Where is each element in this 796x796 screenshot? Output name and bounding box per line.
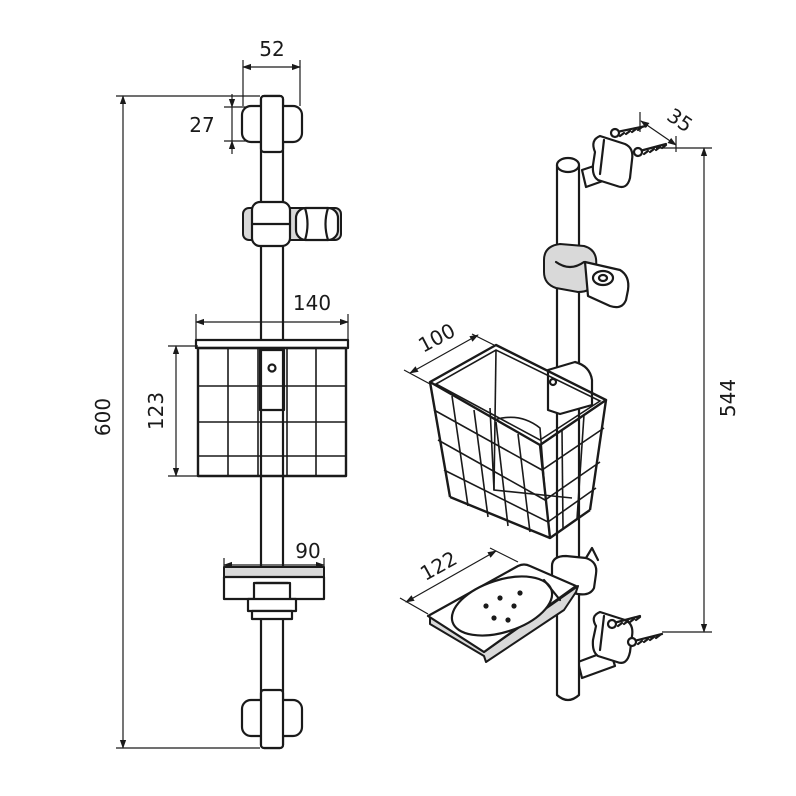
iso-shower-slider [543, 243, 630, 309]
dim-27: 27 [189, 113, 214, 137]
iso-bottom-bracket [576, 610, 664, 680]
front-shower-slider [242, 200, 342, 248]
dim-35: 35 [663, 103, 698, 137]
front-view [194, 94, 350, 750]
dim-122: 122 [416, 546, 461, 586]
dim-600: 600 [91, 398, 115, 436]
front-dimensions: 52 27 140 123 600 90 [91, 37, 349, 749]
front-basket [194, 338, 350, 478]
dim-52: 52 [259, 37, 284, 61]
iso-top-bracket [580, 124, 668, 189]
dim-90: 90 [295, 539, 320, 563]
iso-basket-mount [546, 360, 594, 416]
front-top-bracket [240, 94, 304, 154]
dim-100: 100 [414, 318, 459, 357]
front-bottom-bracket [240, 688, 304, 750]
dim-123: 123 [144, 392, 168, 430]
dim-140: 140 [293, 291, 331, 315]
iso-view [426, 124, 668, 702]
dim-544: 544 [716, 379, 740, 417]
front-soap-dish [222, 566, 326, 621]
iso-soap-dish [426, 563, 579, 663]
